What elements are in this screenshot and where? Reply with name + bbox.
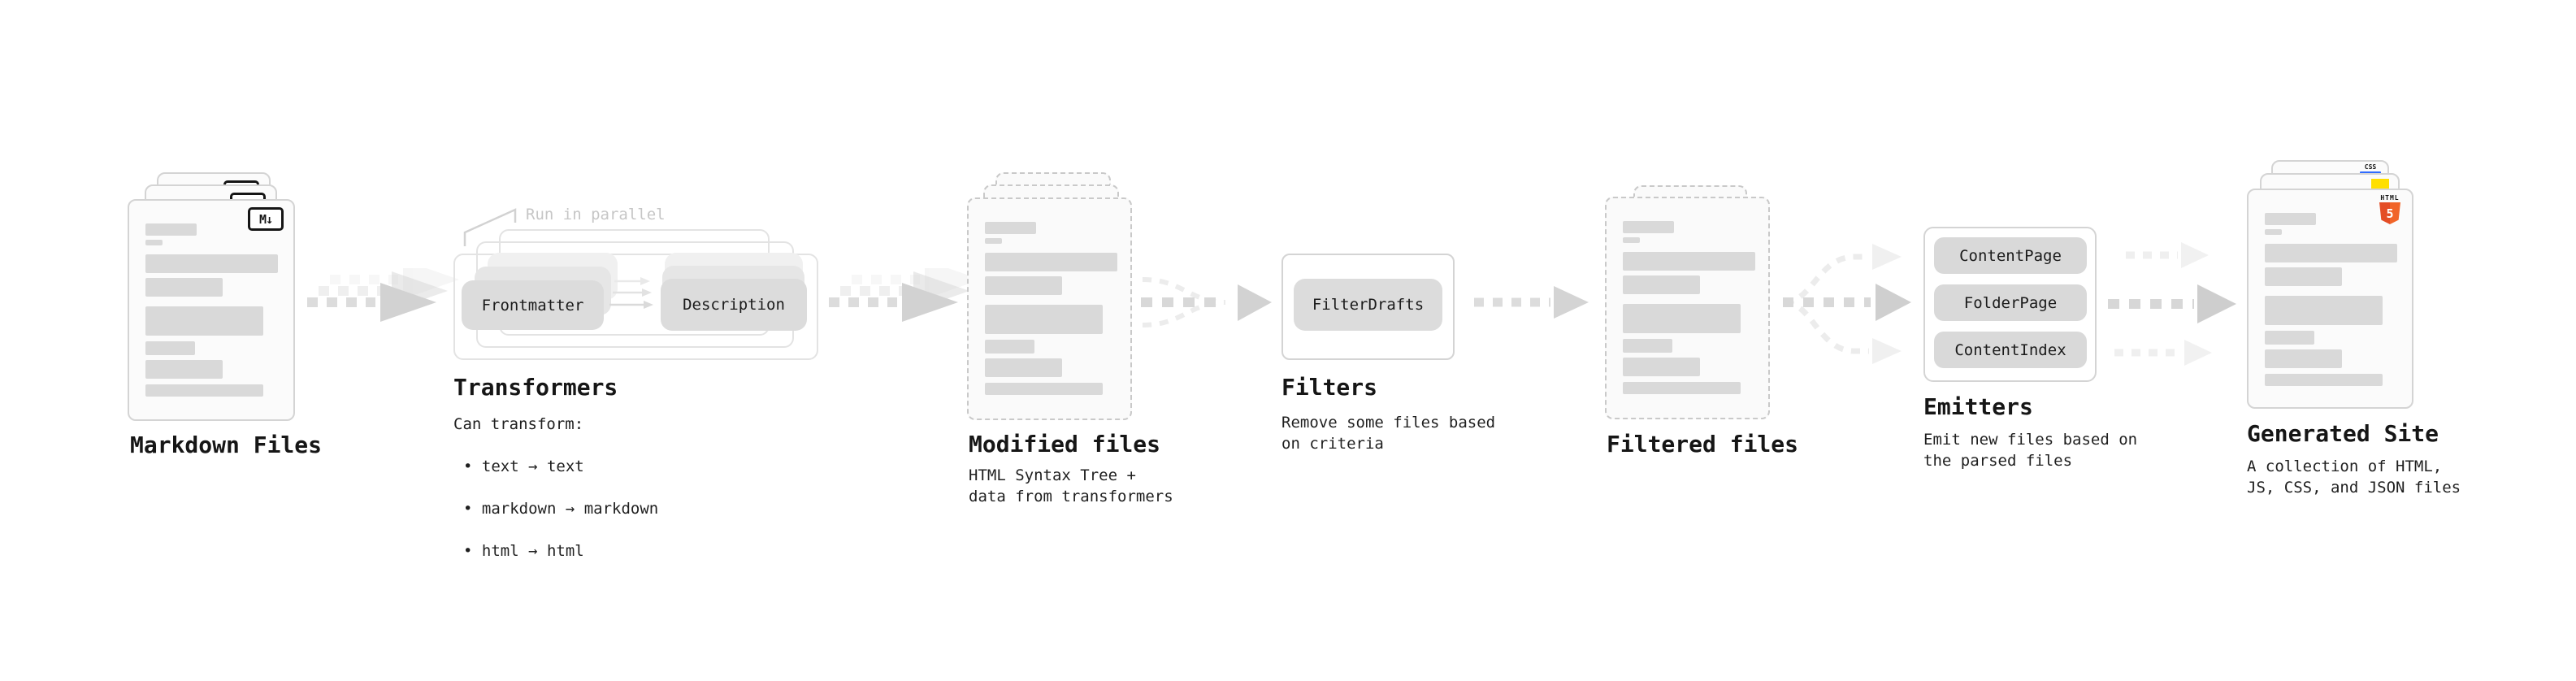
modified-files-description: HTML Syntax Tree + data from transformer…	[969, 466, 1173, 505]
generated-site-description: A collection of HTML, JS, CSS, and JSON …	[2247, 458, 2461, 497]
filtered-files-label: Filtered files	[1607, 431, 1799, 458]
stacked-dashed-arrow-icon	[307, 268, 459, 322]
dashed-arrow-icon	[1474, 286, 1589, 319]
html5-icon: HTML 5	[2378, 194, 2402, 224]
text-placeholder-bar	[985, 253, 1117, 271]
html-file-card: HTML 5	[2247, 189, 2413, 409]
text-placeholder-bar	[145, 306, 263, 336]
filtered-file-card-front	[1605, 197, 1770, 419]
js-icon	[2371, 179, 2389, 189]
content-page-node: ContentPage	[1934, 237, 2087, 274]
html5-icon-number: 5	[2386, 206, 2394, 221]
text-placeholder-bars	[1607, 198, 1768, 394]
text-placeholder-bar	[1623, 358, 1700, 376]
triple-dashed-arrow-icon	[2108, 242, 2236, 366]
annotation-connector-line	[463, 208, 517, 246]
bullet-item: • html → html	[463, 542, 584, 560]
text-placeholder-bar	[1623, 382, 1741, 394]
filters-label: Filters	[1281, 374, 1378, 401]
filters-description: Remove some files based on criteria	[1281, 414, 1496, 453]
folder-page-node: FolderPage	[1934, 284, 2087, 321]
transformers-bullets: • text → text • markdown → markdown • ht…	[463, 435, 658, 583]
markdown-file-card-front: M↓	[128, 199, 295, 421]
filter-drafts-node: FilterDrafts	[1294, 279, 1442, 331]
markdown-icon: M↓	[248, 207, 284, 231]
parallel-arrows-icon	[609, 277, 653, 309]
text-placeholder-bars	[969, 199, 1130, 395]
text-placeholder-bar	[145, 341, 195, 355]
text-placeholder-bar	[145, 240, 163, 245]
emitters-label: Emitters	[1923, 393, 2033, 420]
text-placeholder-bar	[2265, 213, 2316, 225]
filtered-files-stack	[1605, 184, 1776, 427]
text-placeholder-bar	[145, 254, 278, 273]
text-placeholder-bar	[145, 384, 263, 397]
text-placeholder-bar	[1623, 221, 1674, 233]
text-placeholder-bar	[1623, 252, 1755, 271]
html5-shield: 5	[2379, 202, 2400, 224]
text-placeholder-bar	[985, 383, 1103, 395]
text-placeholder-bar	[985, 222, 1036, 234]
text-placeholder-bar	[985, 340, 1034, 354]
text-placeholder-bar	[2265, 331, 2314, 345]
frontmatter-node: Frontmatter	[462, 280, 604, 330]
text-placeholder-bar	[145, 223, 197, 236]
text-placeholder-bars	[2249, 190, 2412, 386]
text-placeholder-bars	[129, 201, 293, 397]
text-placeholder-bar	[2265, 229, 2282, 235]
modified-file-card-front	[967, 197, 1132, 420]
bullet-item: • markdown → markdown	[463, 500, 659, 518]
content-index-node: ContentIndex	[1934, 332, 2087, 368]
description-node: Description	[661, 279, 807, 331]
html5-icon-text: HTML	[2380, 194, 2400, 202]
generated-site-stack: CSS HTML 5	[2247, 160, 2418, 412]
transformer-run-outline-front	[453, 254, 818, 360]
transformers-label: Transformers	[453, 374, 618, 401]
text-placeholder-bar	[1623, 237, 1640, 243]
bullet-item: • text → text	[463, 458, 584, 475]
text-placeholder-bar	[145, 360, 223, 379]
modified-files-label: Modified files	[969, 431, 1161, 458]
text-placeholder-bar	[985, 238, 1002, 244]
text-placeholder-bar	[2265, 349, 2342, 368]
diverging-dashed-arrow-icon	[1783, 244, 1911, 364]
run-in-parallel-annotation: Run in parallel	[526, 206, 666, 223]
text-placeholder-bar	[985, 276, 1062, 295]
text-placeholder-bar	[145, 278, 223, 297]
text-placeholder-bar	[2265, 267, 2342, 286]
markdown-files-label: Markdown Files	[130, 432, 323, 458]
markdown-files-stack: M↓ M↓ M↓	[128, 171, 298, 423]
transformers-subtitle: Can transform:	[453, 415, 584, 433]
text-placeholder-bar	[1623, 339, 1672, 353]
text-placeholder-bar	[1623, 304, 1741, 333]
modified-files-stack	[967, 171, 1138, 423]
text-placeholder-bar	[1623, 275, 1700, 294]
generated-site-label: Generated Site	[2247, 420, 2439, 447]
text-placeholder-bar	[985, 305, 1103, 334]
text-placeholder-bar	[2265, 374, 2383, 386]
emitters-description: Emit new files based on the parsed files	[1923, 431, 2138, 470]
text-placeholder-bar	[2265, 296, 2383, 325]
text-placeholder-bar	[2265, 244, 2397, 262]
stacked-dashed-arrow-icon	[829, 268, 981, 322]
text-placeholder-bar	[985, 358, 1062, 377]
css-icon-text: CSS	[2364, 163, 2377, 171]
converging-dashed-arrow-icon	[1141, 277, 1272, 327]
